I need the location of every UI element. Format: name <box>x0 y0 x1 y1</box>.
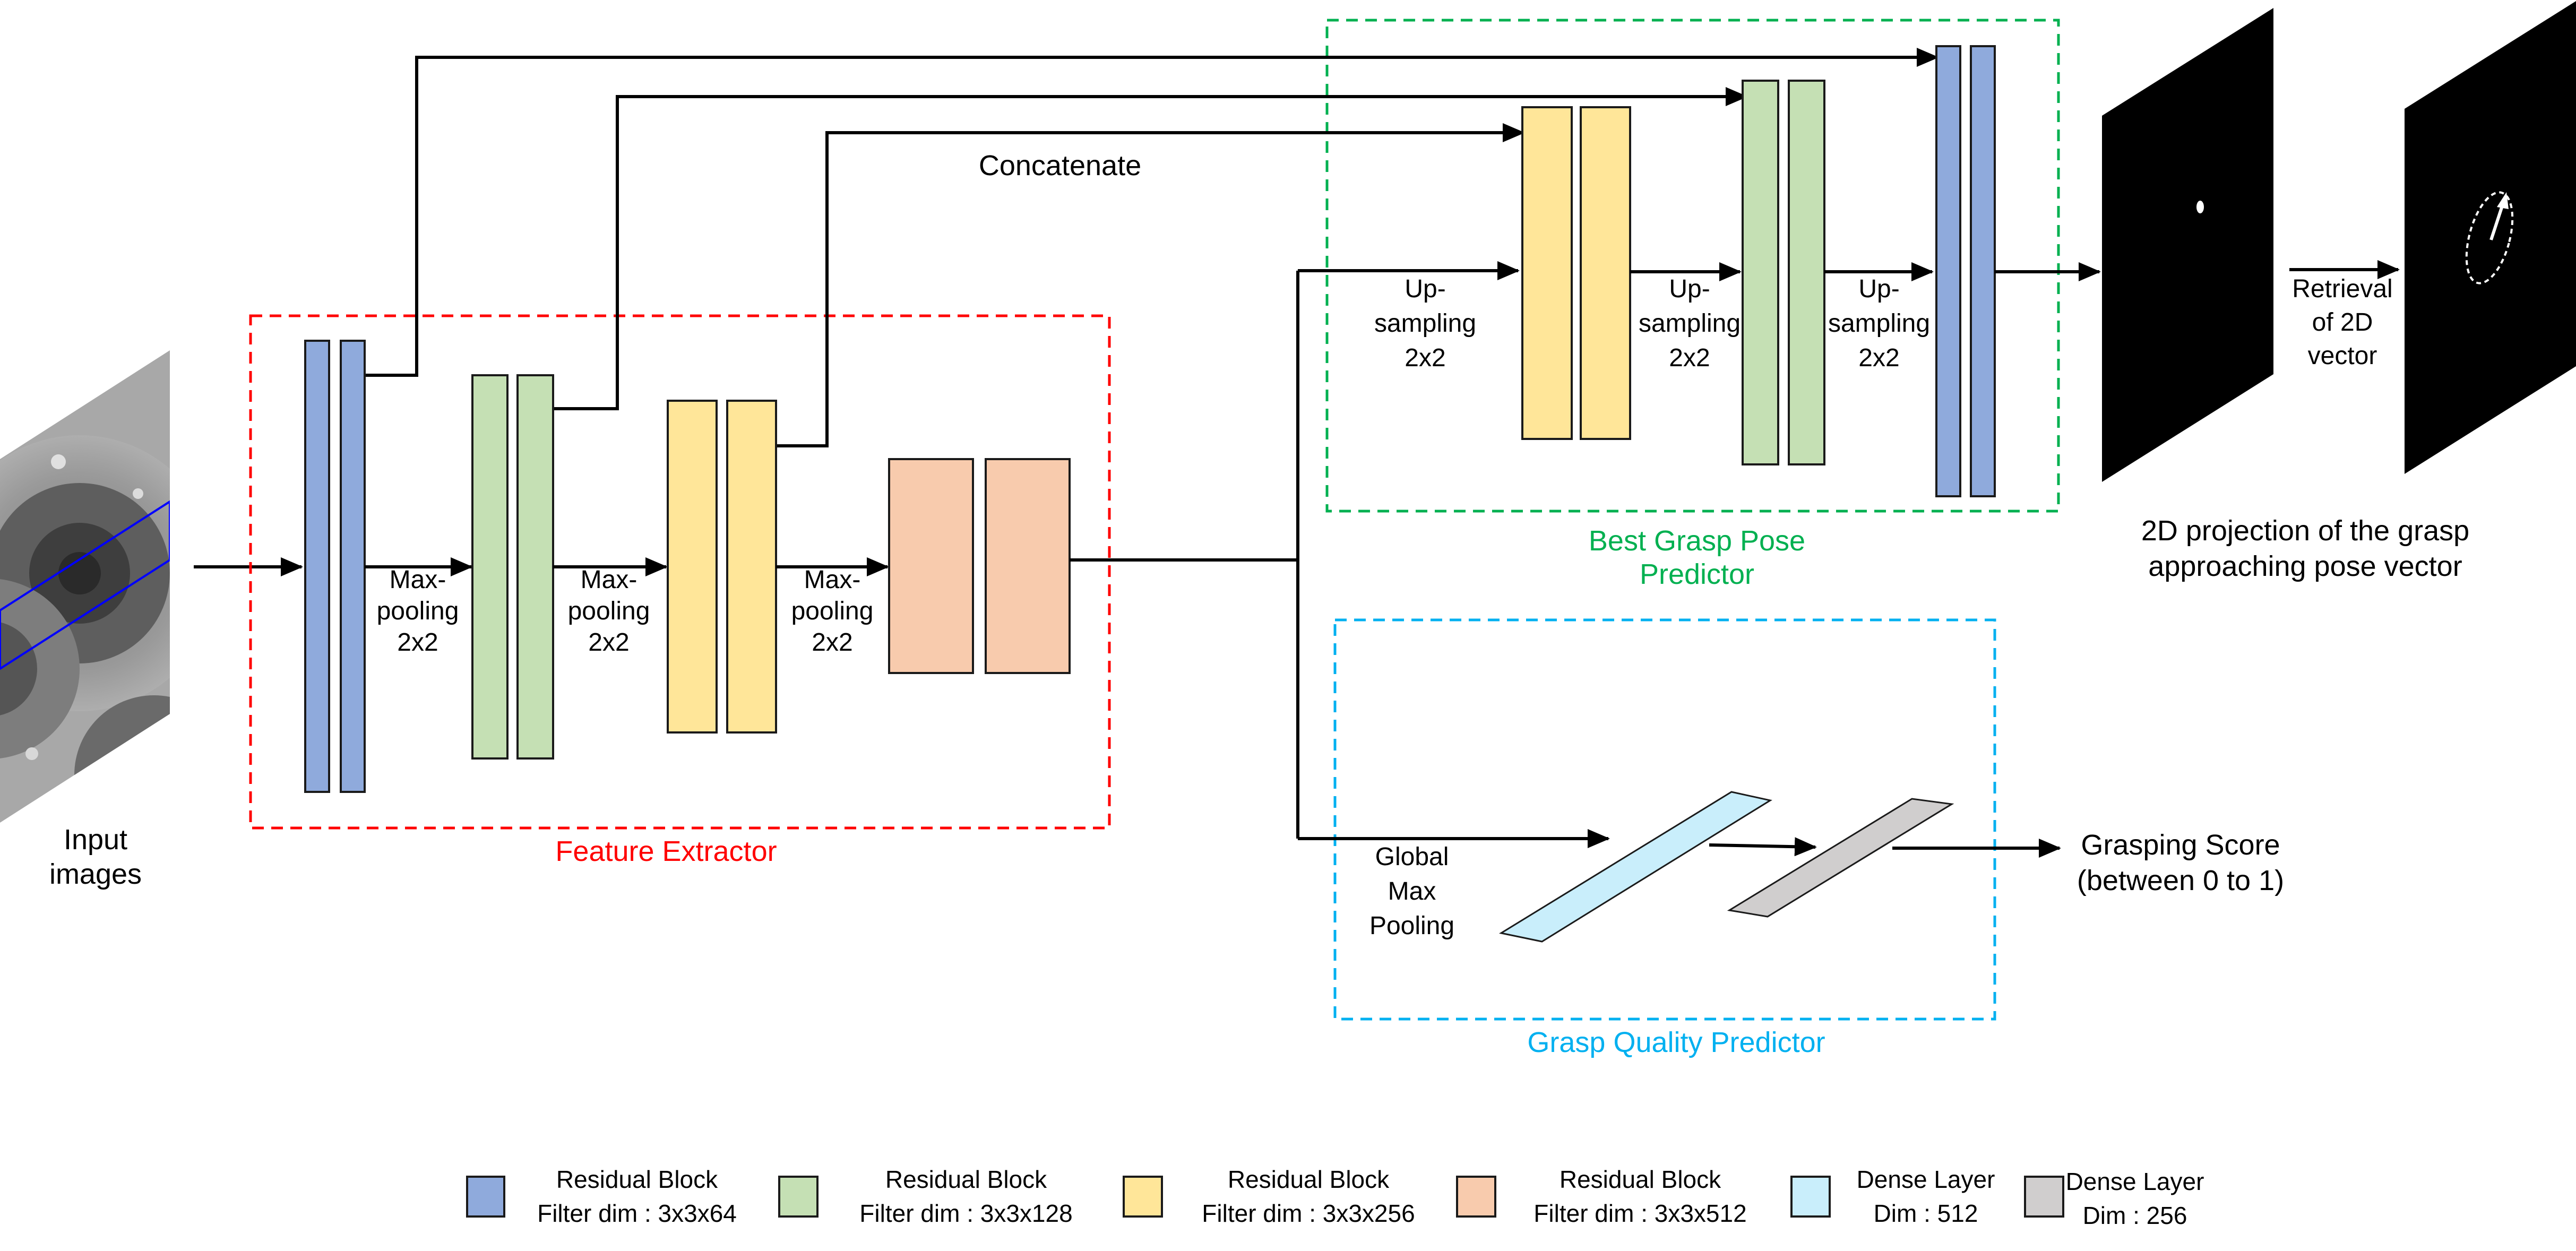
feature-extractor-box <box>249 314 1111 830</box>
pool3-line1: Max- <box>804 566 861 594</box>
pool1-line1: Max- <box>390 566 446 594</box>
legend-dense512-line2: Dim : 512 <box>1874 1200 1978 1227</box>
score-output-line1: Grasping Score <box>2081 829 2280 861</box>
feature-extractor-title: Feature Extractor <box>555 835 777 867</box>
quality-predictor-title: Grasp Quality Predictor <box>1527 1026 1825 1058</box>
legend-swatch-64 <box>466 1176 505 1218</box>
decoder-block-256-b <box>1580 106 1631 440</box>
legend-512-line2: Filter dim : 3x3x512 <box>1533 1200 1746 1227</box>
legend-swatch-dense-512 <box>1790 1176 1831 1218</box>
pool1-line2: pooling <box>377 597 459 625</box>
legend-dense512-line1: Dense Layer <box>1857 1166 1995 1193</box>
up3-line1: Up- <box>1858 275 1899 303</box>
skip-connection-256 <box>776 123 1525 447</box>
projection-caption-line2: approaching pose vector <box>2148 550 2462 582</box>
residual-block-128-a <box>471 374 509 760</box>
dense-connect-arrow <box>1709 837 1817 857</box>
skip-connection-64 <box>365 48 1939 377</box>
pool2-line2: pooling <box>568 597 650 625</box>
quality-predictor-box <box>1333 618 1996 1021</box>
residual-block-64-b <box>340 340 366 793</box>
pose-predictor-title-line1: Best Grasp Pose <box>1589 525 1805 557</box>
input-label-line2: images <box>49 858 142 890</box>
legend-128-line1: Residual Block <box>885 1166 1047 1193</box>
up2-line2: sampling <box>1639 309 1741 338</box>
global-pool-line2: Max <box>1388 877 1436 905</box>
skip-connection-128 <box>553 87 1748 410</box>
score-output-line2: (between 0 to 1) <box>2077 865 2284 896</box>
global-pool-line1: Global <box>1375 843 1449 871</box>
residual-block-128-b <box>516 374 554 760</box>
up1-line1: Up- <box>1405 275 1445 303</box>
pool2-line1: Max- <box>581 566 637 594</box>
pose-vector-circle <box>2465 191 2514 284</box>
up1-line3: 2x2 <box>1405 344 1445 372</box>
legend-512-line1: Residual Block <box>1560 1166 1721 1193</box>
legend-256-line2: Filter dim : 3x3x256 <box>1202 1200 1415 1227</box>
decoder-block-64-a <box>1935 45 1961 497</box>
legend-dense256-line1: Dense Layer <box>2066 1168 2204 1195</box>
retrieval-line3: vector <box>2308 342 2377 370</box>
dense-layer-256 <box>1727 798 1954 918</box>
legend-dense256-line2: Dim : 256 <box>2083 1202 2187 1229</box>
residual-block-512-b <box>985 458 1071 674</box>
projection-point <box>2196 201 2204 213</box>
global-pool-line3: Pooling <box>1369 912 1454 940</box>
up1-line2: sampling <box>1374 309 1476 338</box>
pool2-line3: 2x2 <box>588 628 629 657</box>
retrieval-line2: of 2D <box>2312 308 2373 337</box>
legend-64-line1: Residual Block <box>556 1166 718 1193</box>
pose-predictor-title-line2: Predictor <box>1640 558 1754 590</box>
legend-128-line2: Filter dim : 3x3x128 <box>859 1200 1072 1227</box>
concatenate-label: Concatenate <box>979 150 1141 182</box>
pose-vector-arrow-head <box>2497 192 2509 209</box>
residual-block-64-a <box>304 340 330 793</box>
decoder-block-128-b <box>1788 80 1825 465</box>
legend: Residual Block Filter dim : 3x3x64 Resid… <box>466 1166 2204 1229</box>
legend-256-line1: Residual Block <box>1228 1166 1390 1193</box>
up3-line2: sampling <box>1828 309 1930 338</box>
decoder-block-64-b <box>1970 45 1996 497</box>
projection-map-image <box>2102 8 2273 482</box>
decoder-block-128-a <box>1742 80 1779 465</box>
pose-predictor-box <box>1325 19 2060 513</box>
legend-swatch-dense-256 <box>2024 1176 2064 1218</box>
decoder-block-256-a <box>1521 106 1573 440</box>
up2-line3: 2x2 <box>1669 344 1710 372</box>
retrieval-line1: Retrieval <box>2292 275 2392 303</box>
pool3-line2: pooling <box>791 597 874 625</box>
projection-caption-line1: 2D projection of the grasp <box>2141 515 2469 547</box>
up2-line1: Up- <box>1669 275 1710 303</box>
residual-block-512-a <box>888 458 974 674</box>
dense-layer-512 <box>1498 791 1772 943</box>
residual-block-256-a <box>667 400 718 734</box>
pool3-line3: 2x2 <box>812 628 852 657</box>
pose-vector-arrow-shaft <box>2489 202 2505 240</box>
legend-64-line2: Filter dim : 3x3x64 <box>537 1200 737 1227</box>
legend-swatch-256 <box>1123 1176 1163 1218</box>
input-image: Input images <box>0 350 170 890</box>
up3-line3: 2x2 <box>1858 344 1899 372</box>
legend-swatch-128 <box>778 1176 819 1218</box>
input-label-line1: Input <box>64 824 127 856</box>
legend-swatch-512 <box>1456 1176 1496 1218</box>
pool1-line3: 2x2 <box>397 628 438 657</box>
residual-block-256-b <box>726 400 777 734</box>
